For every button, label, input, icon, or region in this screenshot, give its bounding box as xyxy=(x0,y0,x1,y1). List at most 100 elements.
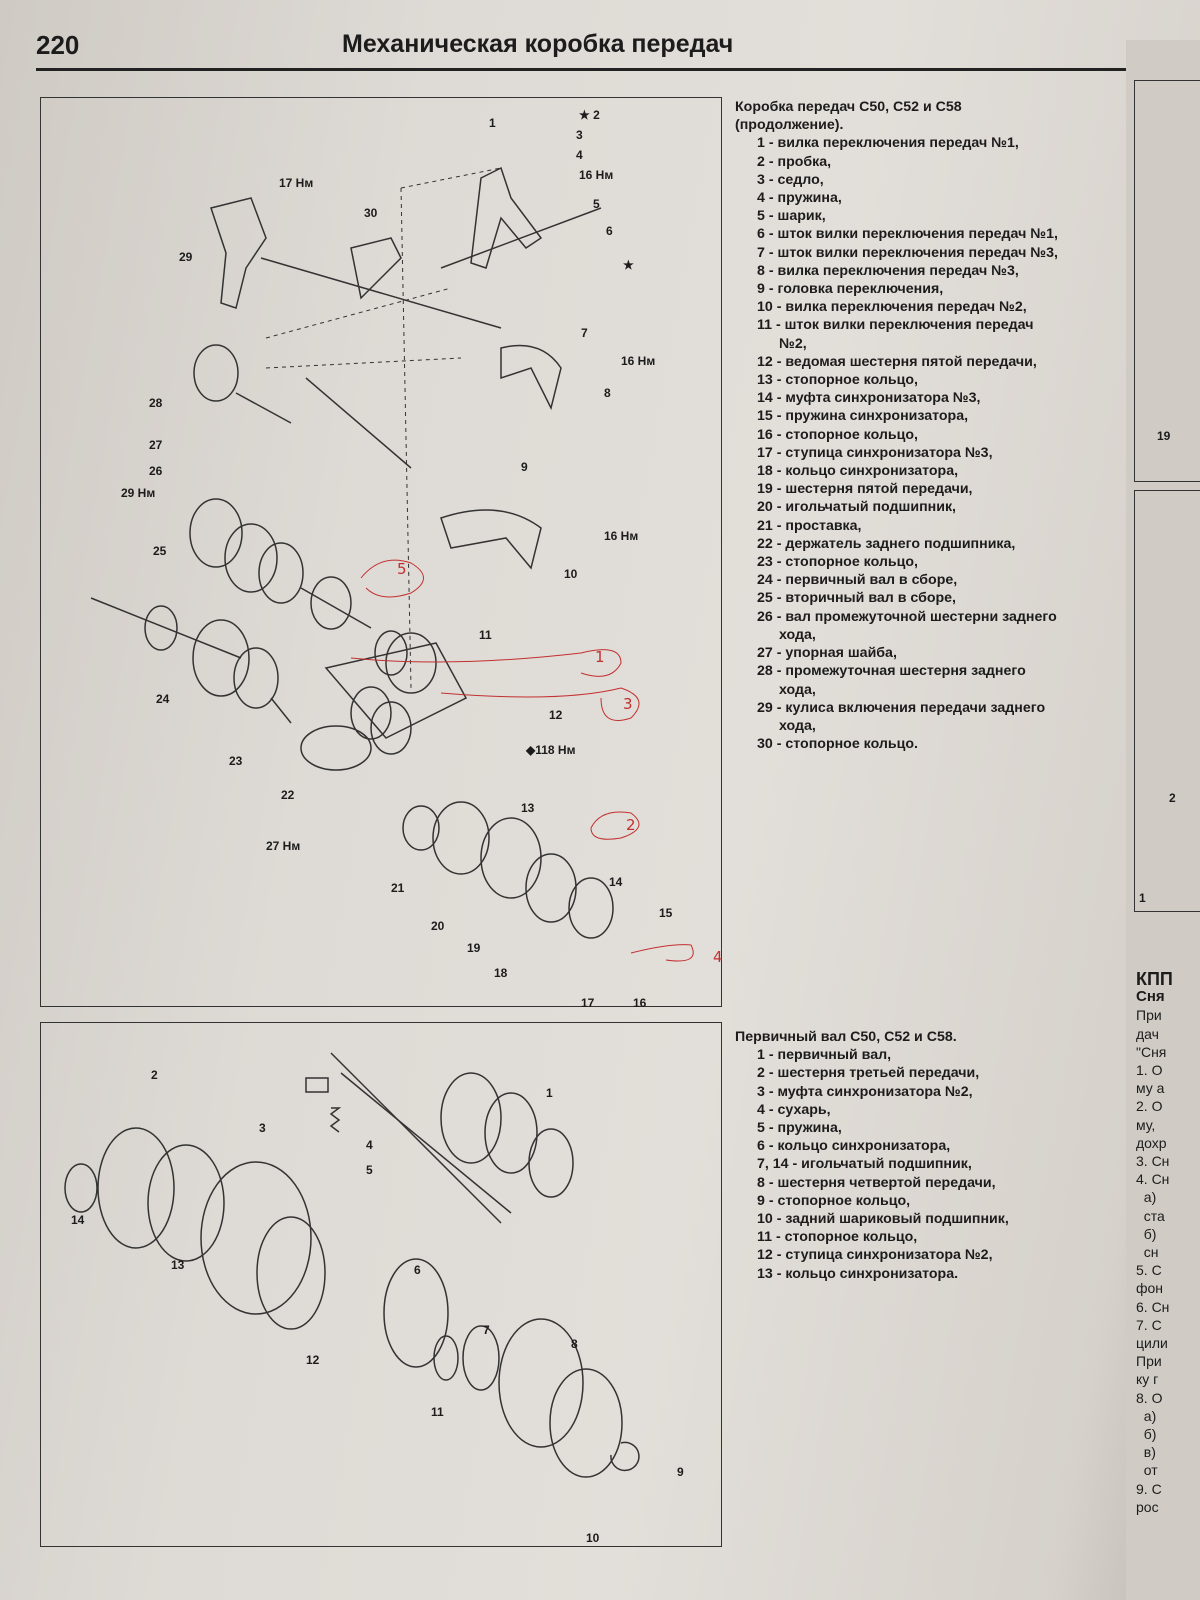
adjacent-text-line: дач xyxy=(1136,1025,1159,1042)
adjacent-text-line: фон xyxy=(1136,1280,1164,1297)
callout-label: 20 xyxy=(431,919,445,933)
callout-label: 4 xyxy=(366,1138,373,1152)
adjacent-text-line: При xyxy=(1136,1353,1162,1370)
callout-label: 30 xyxy=(364,206,378,220)
page-number: 220 xyxy=(36,30,80,60)
adjacent-figure-frame: 2 1 xyxy=(1134,490,1200,912)
adjacent-text-line: от xyxy=(1136,1462,1158,1479)
legend-item: 3 - седло, xyxy=(757,171,824,188)
legend-item: 9 - головка переключения, xyxy=(757,281,944,298)
callout-label: 12 xyxy=(306,1353,320,1367)
adjacent-text-line: дохр xyxy=(1136,1134,1167,1151)
handwritten-mark: 1 xyxy=(595,648,605,666)
legend-item: 28 - промежуточная шестерня заднего хода… xyxy=(757,663,1026,698)
adjacent-text-line: рос xyxy=(1136,1498,1159,1515)
legend-item: 11 - стопорное кольцо, xyxy=(757,1229,918,1246)
adjacent-text-line: б) xyxy=(1136,1426,1157,1443)
figure2-legend: Первичный вал С50, С52 и С58. 1 - первич… xyxy=(735,1028,1060,1283)
callout-label: 11 xyxy=(431,1405,444,1419)
callout-label: 27 Нм xyxy=(266,839,301,853)
adjacent-text-line: сн xyxy=(1136,1244,1159,1261)
callout-label: 16 Нм xyxy=(604,529,639,543)
legend-item: 5 - шарик, xyxy=(757,208,826,225)
legend-item: 2 - шестерня третьей передачи, xyxy=(757,1065,980,1082)
callout-label: 21 xyxy=(391,881,405,895)
adjacent-text-line: му а xyxy=(1136,1080,1165,1097)
legend-item: 26 - вал промежуточной шестерни заднего … xyxy=(757,608,1057,643)
legend-item: 8 - шестерня четвертой передачи, xyxy=(757,1174,996,1191)
legend-item: 5 - пружина, xyxy=(757,1120,842,1137)
callout-label: 9 xyxy=(521,460,528,474)
callout-label: 1 xyxy=(546,1086,553,1100)
legend-item: 2 - пробка, xyxy=(757,153,832,170)
callout-label: 23 xyxy=(229,754,243,768)
legend-item: 7, 14 - игольчатый подшипник, xyxy=(757,1156,972,1173)
callout-label: 17 Нм xyxy=(279,176,314,190)
callout-label: 28 xyxy=(149,396,163,410)
legend-item: 22 - держатель заднего подшипника, xyxy=(757,535,1016,552)
adjacent-text-line: в) xyxy=(1136,1444,1156,1461)
callout-label: 24 xyxy=(156,692,170,706)
callout-label: 14 xyxy=(609,875,623,889)
legend-item: 13 - стопорное кольцо, xyxy=(757,372,918,389)
callout-label: 17 xyxy=(581,996,595,1010)
legend-item: 14 - муфта синхронизатора №3, xyxy=(757,390,981,407)
adjacent-text-line: му, xyxy=(1136,1116,1160,1133)
adjacent-text-line: 8. О xyxy=(1136,1389,1163,1406)
handwritten-annotations xyxy=(350,559,694,962)
callout-label: ★ 2 xyxy=(579,108,600,122)
callout-label: 3 xyxy=(259,1121,266,1135)
legend-item: 4 - сухарь, xyxy=(757,1101,831,1118)
page-header: 220 Механическая коробка передач xyxy=(36,30,1130,71)
dashed-leaders xyxy=(265,167,502,689)
legend-item: 29 - кулиса включения передачи заднего х… xyxy=(757,699,1046,734)
callout-label: 26 xyxy=(149,464,163,478)
legend-item: 17 - ступица синхронизатора №3, xyxy=(757,444,993,461)
legend-item: 1 - вилка переключения передач №1, xyxy=(757,135,1019,152)
handwritten-mark: 4 xyxy=(713,948,723,966)
callout-label: 7 xyxy=(483,1323,490,1337)
callout-label: 2 xyxy=(151,1068,158,1082)
legend-item: 12 - ступица синхронизатора №2, xyxy=(757,1247,993,1264)
callout-label: 11 xyxy=(479,628,492,642)
callout-label: 7 xyxy=(581,326,588,340)
legend-item: 16 - стопорное кольцо, xyxy=(757,426,918,443)
callout-label: 12 xyxy=(549,708,563,722)
adjacent-text-line: КПП xyxy=(1136,969,1173,989)
adjacent-text-line: 6. Сн xyxy=(1136,1298,1170,1315)
legend-item: 10 - задний шариковый подшипник, xyxy=(757,1211,1009,1228)
callout-label: 6 xyxy=(606,224,613,238)
callout-label: ◆118 Нм xyxy=(526,743,576,757)
adjacent-text-line: 2. О xyxy=(1136,1098,1163,1115)
callout-label: 27 xyxy=(149,438,163,452)
gearbox-drawing xyxy=(90,166,694,962)
callout-label: 29 Нм xyxy=(121,486,156,500)
adjacent-callout: 19 xyxy=(1157,429,1171,443)
adjacent-text-line: Сня xyxy=(1136,988,1165,1006)
adjacent-callout: 1 xyxy=(1139,891,1146,905)
callout-label: 10 xyxy=(564,567,578,581)
adjacent-text-line: 3. Сн xyxy=(1136,1153,1170,1170)
callout-label: 16 Нм xyxy=(579,168,614,182)
callout-label: 8 xyxy=(604,386,611,400)
adjacent-text-line: "Сня xyxy=(1136,1043,1167,1060)
callout-label: 13 xyxy=(171,1258,185,1272)
adjacent-text-line: б) xyxy=(1136,1225,1157,1242)
input-shaft-drawing xyxy=(64,1052,640,1478)
legend-item: 20 - игольчатый подшипник, xyxy=(757,499,956,516)
adjacent-text-line: 1. О xyxy=(1136,1062,1163,1079)
legend-item: 30 - стопорное кольцо. xyxy=(757,736,918,753)
legend-item: 15 - пружина синхронизатора, xyxy=(757,408,969,425)
callout-label: 16 xyxy=(633,996,647,1010)
legend-item: 21 - проставка, xyxy=(757,517,862,534)
callout-label: 14 xyxy=(71,1213,85,1227)
adjacent-text-line: При xyxy=(1136,1007,1162,1024)
callout-label: 10 xyxy=(586,1531,600,1545)
handwritten-mark: 2 xyxy=(626,816,636,834)
callout-label: 19 xyxy=(467,941,481,955)
legend-item: 1 - первичный вал, xyxy=(757,1047,892,1064)
callout-label: 4 xyxy=(576,148,583,162)
